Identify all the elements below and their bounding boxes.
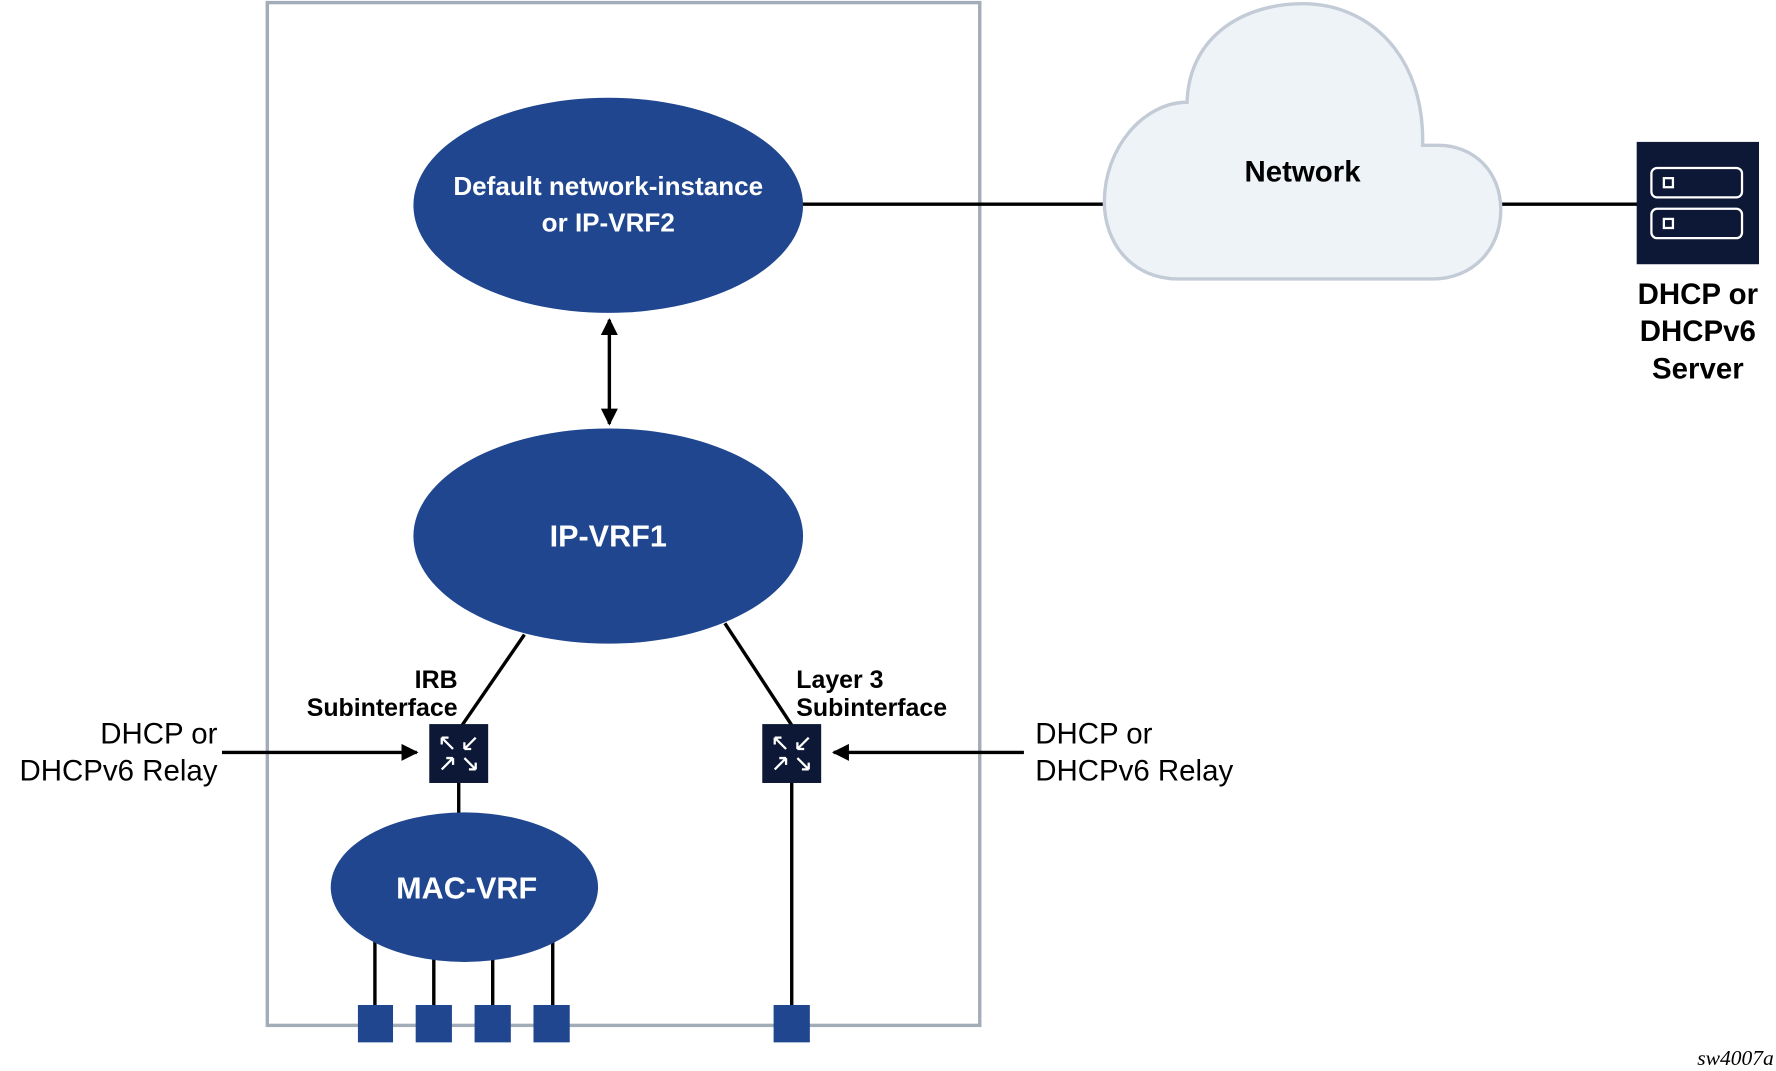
relay-left: DHCP or DHCPv6 Relay xyxy=(20,717,218,787)
router-container xyxy=(265,0,982,1028)
subinterface-icon xyxy=(773,736,810,771)
node-ip-vrf1[interactable]: IP-VRF1 xyxy=(413,428,804,644)
port-mac-vrf-4[interactable] xyxy=(533,1004,570,1043)
layer3-subinterface[interactable]: Layer 3 Subinterface xyxy=(762,666,947,783)
server-label-1: DHCP or xyxy=(1638,278,1759,311)
relay-right-label-2: DHCPv6 Relay xyxy=(1035,755,1233,788)
irb-subinterface[interactable]: IRB Subinterface xyxy=(307,666,489,783)
port-mac-vrf-3[interactable] xyxy=(474,1004,511,1043)
link-ip-vrf1-layer3 xyxy=(723,622,794,727)
figure-id: sw4007a xyxy=(1697,1046,1774,1070)
link-ip-vrf1-irb xyxy=(460,633,526,727)
subinterface-icon xyxy=(440,736,477,771)
node-default-ni-label-2: or IP-VRF2 xyxy=(542,207,675,237)
port-mac-vrf-1[interactable] xyxy=(357,1004,394,1043)
node-ip-vrf1-label: IP-VRF1 xyxy=(550,519,667,553)
node-mac-vrf[interactable]: MAC-VRF xyxy=(330,812,599,962)
cloud-icon xyxy=(1102,2,1503,281)
network-cloud[interactable]: Network xyxy=(1102,2,1503,281)
layer3-label-1: Layer 3 xyxy=(796,666,883,694)
server-label-3: Server xyxy=(1652,353,1744,386)
network-label: Network xyxy=(1244,156,1361,189)
irb-label-1: IRB xyxy=(415,666,458,694)
relay-right-label-1: DHCP or xyxy=(1035,717,1152,750)
node-default-ni-label-1: Default network-instance xyxy=(453,171,763,201)
relay-right: DHCP or DHCPv6 Relay xyxy=(1035,717,1233,787)
relay-left-label-1: DHCP or xyxy=(100,717,217,750)
irb-label-2: Subinterface xyxy=(307,694,458,722)
dhcp-server[interactable]: DHCP or DHCPv6 Server xyxy=(1636,141,1760,386)
node-default-network-instance[interactable]: Default network-instance or IP-VRF2 xyxy=(413,97,804,313)
layer3-label-2: Subinterface xyxy=(796,694,947,722)
node-mac-vrf-label: MAC-VRF xyxy=(396,872,537,906)
server-label-2: DHCPv6 xyxy=(1640,315,1756,348)
relay-left-label-2: DHCPv6 Relay xyxy=(20,755,218,788)
port-mac-vrf-2[interactable] xyxy=(415,1004,452,1043)
port-layer3[interactable] xyxy=(773,1004,810,1043)
server-icon xyxy=(1650,166,1744,240)
